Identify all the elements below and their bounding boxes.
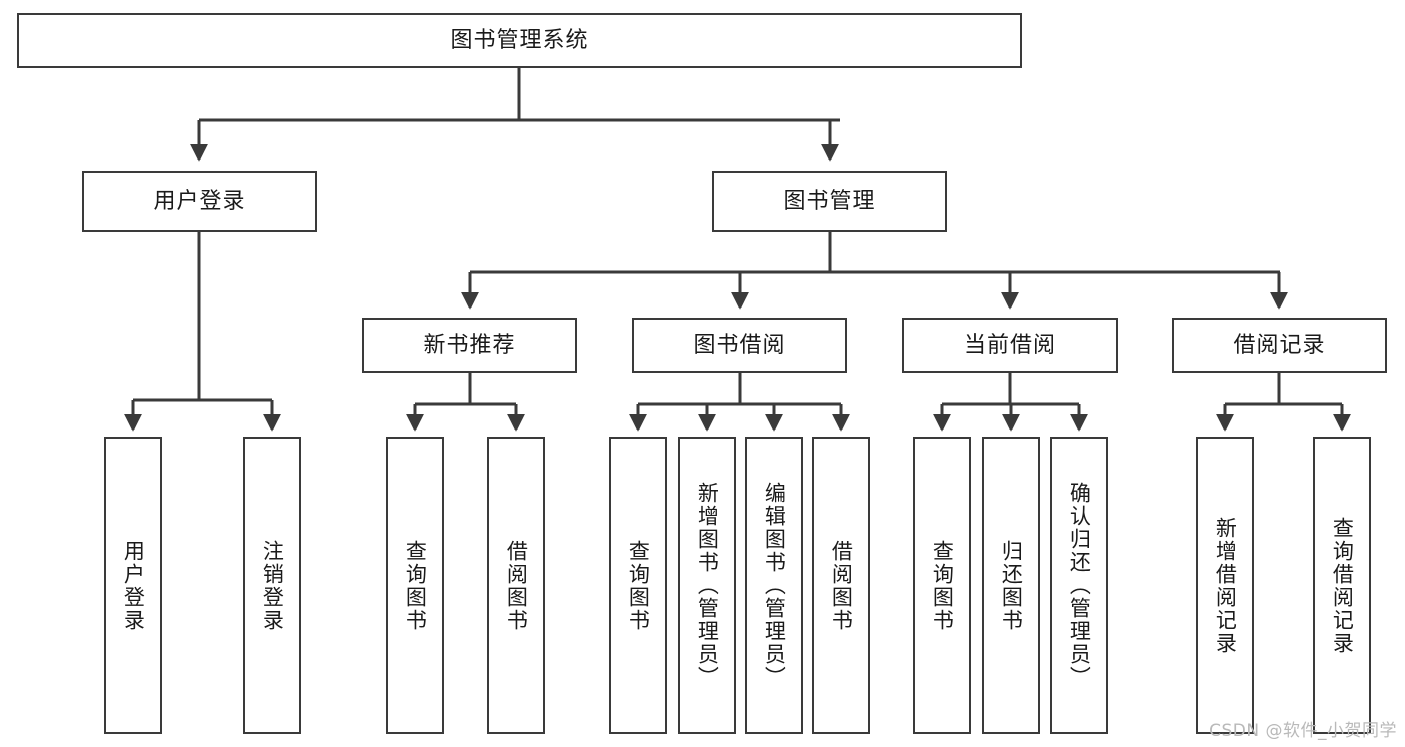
node-borrow-record-label: 借阅记录	[1233, 332, 1326, 358]
node-leaf-query-record[interactable]: 查询借阅记录	[1313, 437, 1371, 734]
node-user-login[interactable]: 用户登录	[82, 171, 317, 232]
node-leaf-confirm-return-label: 确认归还（管理员）	[1067, 482, 1092, 689]
node-book-management-label: 图书管理	[783, 188, 876, 214]
node-leaf-borrow-book-1-label: 借阅图书	[504, 539, 529, 632]
node-leaf-add-book-label: 新增图书（管理员）	[695, 482, 720, 689]
node-book-borrow-label: 图书借阅	[693, 332, 786, 358]
node-leaf-add-book[interactable]: 新增图书（管理员）	[678, 437, 736, 734]
node-leaf-user-login[interactable]: 用户登录	[104, 437, 162, 734]
node-leaf-edit-book[interactable]: 编辑图书（管理员）	[745, 437, 803, 734]
node-leaf-logout[interactable]: 注销登录	[243, 437, 301, 734]
node-leaf-query-record-label: 查询借阅记录	[1330, 516, 1355, 655]
node-leaf-confirm-return[interactable]: 确认归还（管理员）	[1050, 437, 1108, 734]
node-new-book-recommend-label: 新书推荐	[423, 332, 516, 358]
node-borrow-record[interactable]: 借阅记录	[1172, 318, 1387, 373]
node-leaf-borrow-book-2[interactable]: 借阅图书	[812, 437, 870, 734]
node-book-management[interactable]: 图书管理	[712, 171, 947, 232]
node-leaf-query-book-3[interactable]: 查询图书	[913, 437, 971, 734]
node-book-borrow[interactable]: 图书借阅	[632, 318, 847, 373]
node-current-borrow[interactable]: 当前借阅	[902, 318, 1118, 373]
node-root[interactable]: 图书管理系统	[17, 13, 1022, 68]
node-leaf-edit-book-label: 编辑图书（管理员）	[762, 482, 787, 689]
node-user-login-label: 用户登录	[153, 188, 246, 214]
node-leaf-query-book-2-label: 查询图书	[626, 539, 651, 632]
node-leaf-user-login-label: 用户登录	[121, 539, 146, 632]
node-root-label: 图书管理系统	[450, 27, 589, 53]
csdn-watermark: CSDN @软件_小贺同学	[1209, 721, 1397, 741]
node-leaf-query-book-1[interactable]: 查询图书	[386, 437, 444, 734]
node-new-book-recommend[interactable]: 新书推荐	[362, 318, 577, 373]
node-leaf-query-book-1-label: 查询图书	[403, 539, 428, 632]
node-leaf-logout-label: 注销登录	[260, 539, 285, 632]
node-leaf-query-book-2[interactable]: 查询图书	[609, 437, 667, 734]
node-leaf-return-book[interactable]: 归还图书	[982, 437, 1040, 734]
node-leaf-add-record-label: 新增借阅记录	[1213, 516, 1238, 655]
node-current-borrow-label: 当前借阅	[963, 332, 1056, 358]
node-leaf-query-book-3-label: 查询图书	[930, 539, 955, 632]
node-leaf-borrow-book-1[interactable]: 借阅图书	[487, 437, 545, 734]
node-leaf-borrow-book-2-label: 借阅图书	[829, 539, 854, 632]
node-leaf-add-record[interactable]: 新增借阅记录	[1196, 437, 1254, 734]
node-leaf-return-book-label: 归还图书	[999, 539, 1024, 632]
